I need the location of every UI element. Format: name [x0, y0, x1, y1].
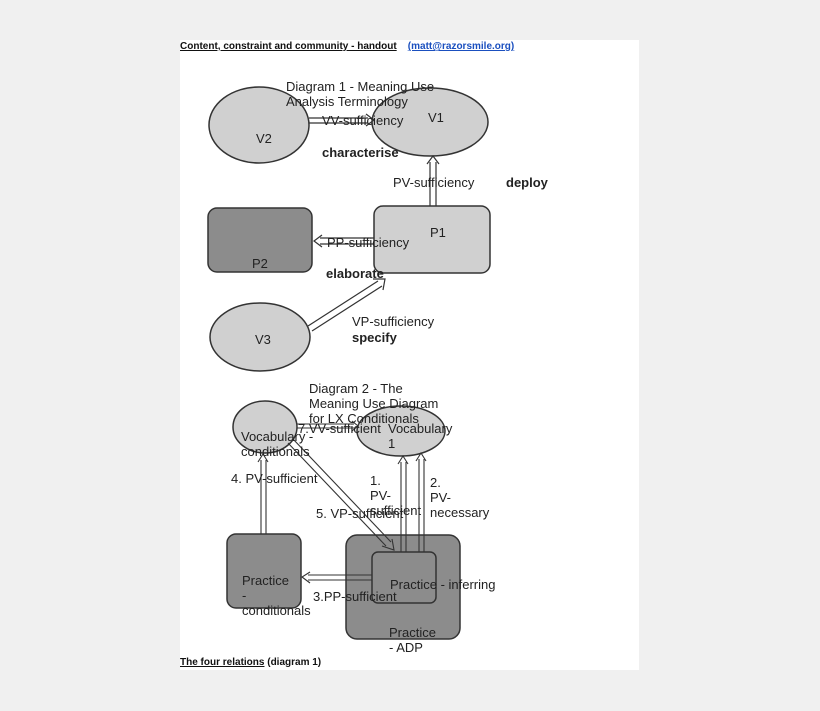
arrow-7-vv — [297, 420, 359, 432]
node-practice-inferring — [371, 551, 437, 604]
footer-title: The four relations — [180, 657, 265, 668]
node-vocab-conditionals-label: Vocabulary - conditionals — [241, 429, 314, 459]
arrow-vp — [307, 278, 386, 332]
edge-elaborate-label: elaborate — [326, 266, 384, 281]
diagram1-title: Diagram 1 - Meaning Use Analysis Termino… — [286, 79, 435, 109]
arrow-4-pv — [257, 452, 269, 534]
node-practice-conditionals — [226, 533, 302, 609]
footer: The four relations (diagram 1) — [180, 657, 321, 668]
edge-2-pv-label: 2. PV-necessary — [430, 475, 489, 520]
node-p2 — [207, 207, 313, 273]
node-p2-label: P2 — [252, 256, 268, 271]
node-vocab-conditionals — [232, 400, 298, 454]
diagram2-title: Diagram 2 - The Meaning Use Diagram for … — [309, 381, 439, 426]
edge-pv-label: PV-sufficiency — [393, 175, 475, 190]
node-v2-label: V2 — [256, 131, 272, 146]
edge-vp-label: VP-sufficiency — [352, 314, 435, 329]
node-p1 — [373, 205, 491, 274]
edge-pp-label: PP-sufficiency — [327, 235, 410, 250]
edge-vv-label: VV-sufficiency — [322, 113, 404, 128]
node-vocab-1 — [356, 405, 446, 457]
handout-header: Content, constraint and community - hand… — [180, 41, 514, 52]
node-v3-label: V3 — [255, 332, 271, 347]
arrow-vv — [309, 113, 375, 127]
footer-note: (diagram 1) — [267, 657, 322, 668]
edge-specify-label: specify — [352, 330, 397, 345]
arrow-pp — [313, 234, 374, 248]
arrow-2-pv — [415, 451, 427, 552]
arrow-3-pp — [301, 571, 372, 584]
node-v1-label: V1 — [428, 110, 444, 125]
edge-deploy-label: deploy — [506, 175, 548, 190]
arrow-1-pv — [397, 454, 409, 552]
node-vocab-1-label: Vocabulary 1 — [388, 421, 453, 451]
handout-title: Content, constraint and community - hand… — [180, 41, 397, 52]
node-practice-adp-label: Practice - ADP — [389, 625, 436, 655]
node-v2 — [208, 86, 310, 164]
edge-4-pv-label: 4. PV-sufficient — [231, 471, 318, 486]
edge-1-pv-label: 1. PV-sufficient — [370, 473, 422, 518]
edge-3-pp-label: 3.PP-sufficient — [313, 589, 397, 604]
arrow-5-vp — [287, 438, 395, 551]
edge-characterise-label: characterise — [322, 145, 399, 160]
email-link[interactable]: (matt@razorsmile.org) — [407, 41, 515, 52]
node-v3 — [209, 302, 311, 372]
node-p1-label: P1 — [430, 225, 446, 240]
edge-7-vv-label: 7.VV-sufficient — [298, 421, 381, 436]
arrow-pv — [426, 155, 440, 206]
node-practice-conditionals-label: Practice - conditionals — [242, 573, 311, 618]
node-practice-inferring-label: Practice - inferring — [390, 577, 496, 592]
edge-5-vp-label: 5. VP-sufficient — [316, 506, 404, 521]
